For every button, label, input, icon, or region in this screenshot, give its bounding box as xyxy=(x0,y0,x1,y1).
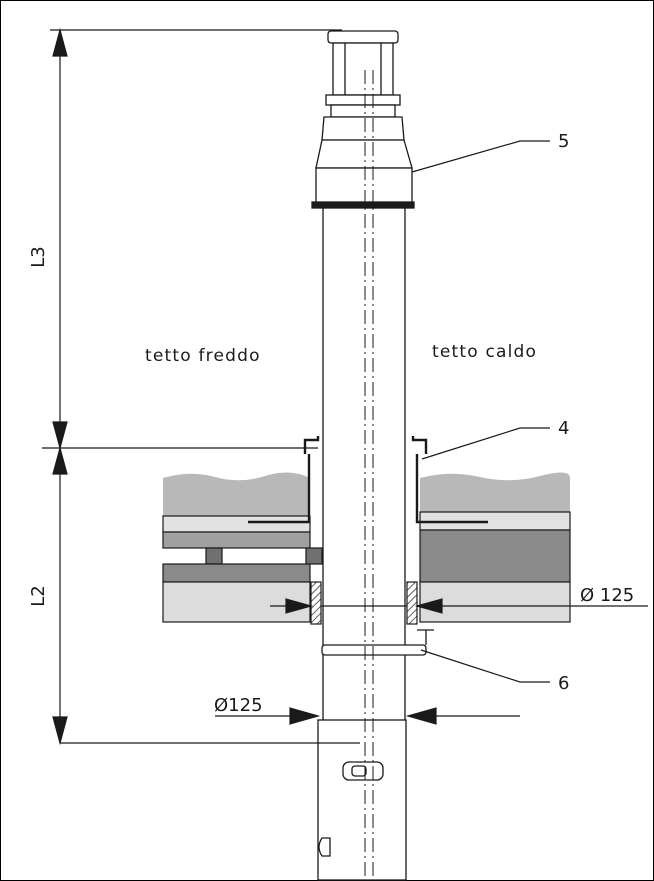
callout-5: 5 xyxy=(558,131,569,152)
dimension-label-l3: L3 xyxy=(28,246,49,267)
cold-roof-joist-right xyxy=(305,547,323,565)
warm-roof-label: tetto caldo xyxy=(432,342,537,362)
warm-roof-section xyxy=(419,472,571,623)
left-clamp-hatch xyxy=(310,581,322,625)
callout-leaders xyxy=(411,140,550,683)
roof-diameter-label: Ø 125 xyxy=(580,585,634,606)
warm-roof-insulation xyxy=(420,472,570,512)
cold-roof-label: tetto freddo xyxy=(145,346,261,366)
roof-diameter-arrows xyxy=(270,598,648,614)
roof-collar xyxy=(248,436,488,524)
right-clamp-hatch xyxy=(406,581,418,625)
pipe-diameter-arrows xyxy=(215,707,520,725)
callout-4: 4 xyxy=(558,418,569,439)
cold-roof-joist-left xyxy=(205,547,223,565)
pipe-diameter-label: Ø125 xyxy=(214,695,263,716)
height-dimensions xyxy=(42,27,360,746)
cold-roof-insulation xyxy=(163,472,310,516)
flue-pipe xyxy=(311,30,434,881)
cold-roof-section xyxy=(162,472,323,623)
dimension-label-l2: L2 xyxy=(28,585,49,606)
callout-6: 6 xyxy=(558,673,569,694)
